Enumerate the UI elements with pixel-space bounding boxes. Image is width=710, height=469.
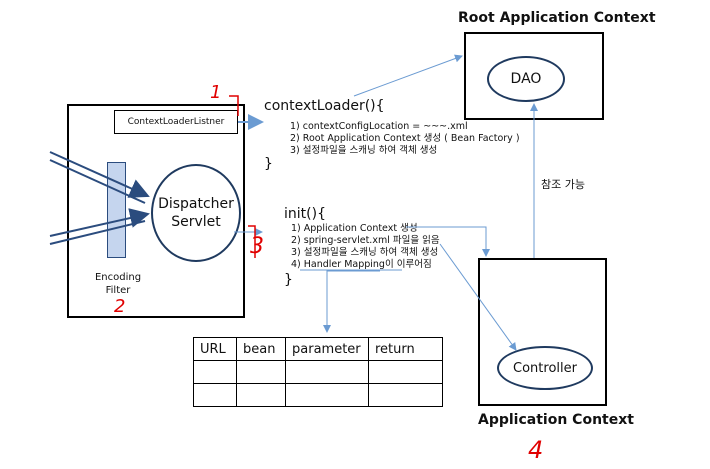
table-header-cell: URL	[193, 337, 237, 361]
table-cell	[236, 360, 286, 384]
init-to-table-arrow	[323, 270, 380, 333]
context-loader-listener-label: ContextLoaderListner	[127, 117, 225, 127]
table-cell	[236, 383, 286, 407]
controller-node: Controller	[497, 346, 593, 390]
reference-label: 참조 가능	[541, 178, 585, 191]
annotation-bracket-3	[248, 225, 256, 258]
table-cell	[285, 360, 369, 384]
dao-node: DAO	[487, 56, 565, 102]
table-cell	[368, 383, 443, 407]
init-line: 3) 설정파일을 스캐닝 하여 객체 생성	[291, 247, 439, 258]
context-loader-head: contextLoader(){	[264, 98, 385, 114]
init-to-controller-arrow	[439, 243, 517, 351]
controller-label: Controller	[513, 360, 577, 376]
init-line: 2) spring-servlet.xml 파일을 읽음	[291, 235, 440, 246]
app-context-title: Application Context	[478, 412, 634, 428]
table-header-row: URL bean parameter return	[193, 337, 443, 361]
annotation-1: 1	[210, 82, 222, 103]
table-header-cell: parameter	[285, 337, 369, 361]
dispatcher-servlet-node: Dispatcher Servlet	[151, 164, 241, 262]
encoding-filter-bar	[107, 162, 126, 258]
init-line: 4) Handler Mapping이 이루어짐	[291, 259, 432, 270]
table-header-cell: bean	[236, 337, 286, 361]
context-loader-lines: 1) contextConfigLocation = ~~~.xml 2) Ro…	[290, 121, 520, 157]
context-loader-close: }	[264, 156, 273, 172]
request-arrows	[49, 151, 150, 245]
loader-to-root-arrow	[353, 54, 463, 97]
annotation-2: 2	[114, 296, 126, 317]
table-row	[193, 360, 443, 384]
dispatcher-line2: Servlet	[171, 214, 221, 230]
init-head: init(){	[284, 206, 326, 222]
context-loader-line: 1) contextConfigLocation = ~~~.xml	[290, 121, 468, 132]
annotation-3: 3	[250, 234, 264, 259]
context-loader-line: 3) 설정파일을 스캐닝 하여 객체 생성	[290, 145, 438, 156]
init-line: 1) Application Context 생성	[291, 223, 418, 234]
handler-mapping-table: URL bean parameter return	[193, 337, 443, 407]
context-loader-line: 2) Root Application Context 생성 ( Bean Fa…	[290, 133, 520, 144]
table-cell	[193, 383, 237, 407]
table-row	[193, 383, 443, 407]
context-loader-listener-box: ContextLoaderListner	[114, 110, 238, 134]
init-lines: 1) Application Context 생성 2) spring-serv…	[291, 223, 440, 271]
encoding-filter-label: Encoding Filter	[88, 271, 148, 297]
annotation-bracket-1	[229, 95, 239, 116]
table-cell	[368, 360, 443, 384]
annotation-4: 4	[528, 436, 544, 464]
root-context-title: Root Application Context	[458, 10, 656, 26]
init-to-appcontext-arrow	[406, 226, 490, 257]
dispatcher-line1: Dispatcher	[158, 196, 234, 212]
init-close: }	[284, 272, 293, 288]
dao-label: DAO	[510, 71, 542, 87]
encoding-filter-line1: Encoding	[94, 272, 142, 283]
encoding-filter-line2: Filter	[105, 285, 131, 296]
